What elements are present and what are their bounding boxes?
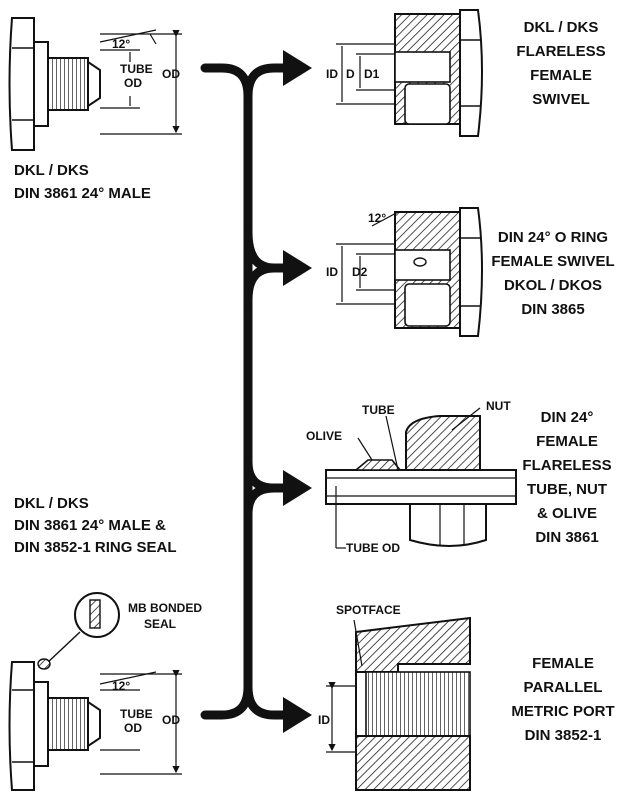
tno-title-5: & OLIVE: [537, 505, 597, 522]
male-bottom-tube-label: TUBE: [120, 707, 153, 721]
female-swivel-title-4: SWIVEL: [532, 91, 590, 108]
female-swivel-title-2: FLARELESS: [516, 43, 605, 60]
port-title-1: FEMALE: [532, 655, 594, 672]
male-fitting-bottom: DKL / DKS DIN 3861 24° MALE & DIN 3852-1…: [8, 495, 202, 791]
tno-title-4: TUBE, NUT: [527, 481, 607, 498]
oring-title-1: DIN 24° O RING: [498, 229, 608, 246]
male-top-angle-label: 12°: [112, 37, 130, 51]
olive-label: OLIVE: [306, 429, 342, 443]
spotface-label: SPOTFACE: [336, 603, 401, 617]
oring-title-3: DKOL / DKOS: [504, 277, 602, 294]
arrow-branch-2b: [243, 263, 279, 305]
seal-label-2: SEAL: [144, 617, 176, 631]
male-bottom-title-3: DIN 3852-1 RING SEAL: [14, 539, 177, 556]
tno-title-2: FEMALE: [536, 433, 598, 450]
port-title-3: METRIC PORT: [511, 703, 614, 720]
arrow-branch-1: [243, 63, 290, 101]
tno-title-6: DIN 3861: [535, 529, 598, 546]
male-bottom-od-label: OD: [162, 713, 180, 727]
port-title-4: DIN 3852-1: [525, 727, 602, 744]
female-swivel-d1-label: D1: [364, 67, 380, 81]
oring-title-4: DIN 3865: [521, 301, 584, 318]
female-swivel-title-1: DKL / DKS: [524, 19, 599, 36]
female-swivel-title-3: FEMALE: [530, 67, 592, 84]
male-top-title-2: DIN 3861 24° MALE: [14, 185, 151, 202]
male-top-od-label: OD: [162, 67, 180, 81]
seal-label-1: MB BONDED: [128, 601, 202, 615]
tube-nut-olive: TUBE NUT OLIVE TUBE OD DIN 24° FEMALE FL…: [306, 399, 612, 555]
tno-title-1: DIN 24°: [541, 409, 594, 426]
oring-id-label: ID: [326, 265, 338, 279]
oring-title-2: FEMALE SWIVEL: [491, 253, 614, 270]
arrow-branch-2: [243, 227, 290, 273]
male-top-title-1: DKL / DKS: [14, 162, 89, 179]
arrow-top-source: [200, 63, 253, 101]
male-top-tube-od-label: OD: [124, 76, 142, 90]
arrow-bottom-source: [200, 682, 253, 720]
male-top-tube-label: TUBE: [120, 62, 153, 76]
female-swivel-id-label: ID: [326, 67, 338, 81]
oring-angle-label: 12°: [368, 211, 386, 225]
tube-label: TUBE: [362, 403, 395, 417]
arrow-head-1: [283, 50, 312, 86]
tno-title-3: FLARELESS: [522, 457, 611, 474]
tube-od-label: TUBE OD: [346, 541, 400, 555]
male-bottom-angle-label: 12°: [112, 679, 130, 693]
connector-arrows: [200, 63, 290, 720]
male-bottom-tube-od-label: OD: [124, 721, 142, 735]
male-bottom-title-2: DIN 3861 24° MALE &: [14, 517, 166, 534]
arrow-branch-4: [243, 682, 290, 720]
port-id-label: ID: [318, 713, 330, 727]
arrow-branch-3b: [243, 483, 279, 519]
nut-label: NUT: [486, 399, 511, 413]
male-bottom-title-1: DKL / DKS: [14, 495, 89, 512]
port-title-2: PARALLEL: [524, 679, 603, 696]
female-swivel-d-label: D: [346, 67, 355, 81]
female-swivel: ID D D1 DKL / DKS FLARELESS FEMALE SWIVE…: [326, 9, 606, 137]
arrow-heads: [283, 50, 312, 733]
oring-female-swivel: 12° ID D2 DIN 24° O RING FEMALE SWIVEL D…: [326, 207, 615, 337]
female-metric-port: SPOTFACE ID FEMALE PARALLEL METRIC PORT …: [318, 603, 615, 791]
male-fitting-top: 12° TUBE OD OD DKL / DKS DIN 3861 24° MA…: [8, 17, 182, 202]
arrow-head-2: [283, 250, 312, 286]
oring-d2-label: D2: [352, 265, 368, 279]
arrow-head-3: [283, 470, 312, 506]
arrow-head-4: [283, 697, 312, 733]
